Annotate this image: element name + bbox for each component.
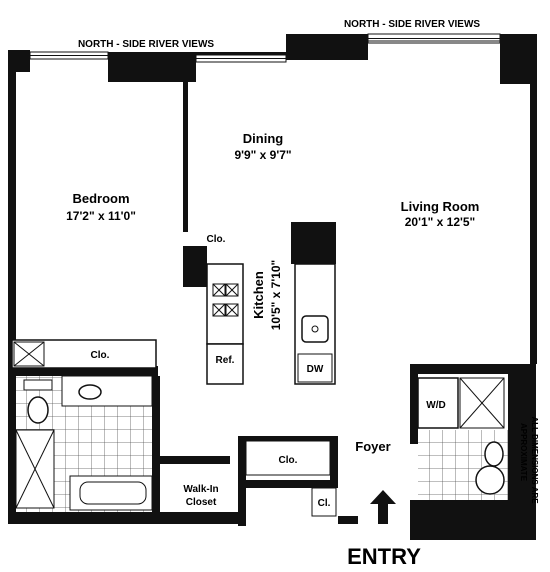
living-room-size: 20'1" x 12'5": [405, 215, 475, 229]
bedroom-name: Bedroom: [72, 191, 129, 206]
refrigerator-label: Ref.: [216, 355, 235, 366]
walk-in-closet-line2: Closet: [186, 497, 217, 508]
kitchen-counters: [206, 263, 336, 385]
bedroom-size: 17'2" x 11'0": [66, 209, 136, 223]
kitchen-closet-box: [183, 232, 245, 246]
bedroom-closet: [11, 339, 157, 369]
kitchen-closet-label: Clo.: [207, 234, 226, 245]
foyer-closet: [245, 440, 331, 476]
foyer-name: Foyer: [355, 439, 390, 454]
north-view-label-left: NORTH - SIDE RIVER VIEWS: [78, 39, 214, 50]
dining-size: 9'9" x 9'7": [234, 148, 291, 162]
bathroom-left: [15, 375, 153, 512]
small-closet: [311, 487, 337, 517]
north-view-label-right: NORTH - SIDE RIVER VIEWS: [344, 19, 480, 30]
dishwasher-label: DW: [307, 364, 324, 375]
kitchen-size: 10'5" x 7'10": [269, 260, 283, 330]
entry-arrow-icon: [370, 490, 396, 524]
windows: [29, 33, 501, 63]
living-room-name: Living Room: [401, 199, 480, 214]
washer-dryer-label: W/D: [426, 400, 445, 411]
bathroom-right: [417, 377, 508, 500]
small-closet-label: Cl.: [318, 498, 331, 509]
walk-in-closet-line1: Walk-In: [183, 484, 218, 495]
entry-label: ENTRY: [347, 544, 421, 569]
bedroom-closet-label: Clo.: [91, 350, 110, 361]
dimensions-note-line1: ALL DIMENSIONS ARE: [530, 416, 539, 504]
foyer-closet-label: Clo.: [279, 455, 298, 466]
dimensions-note-line2: APPROXIMATE: [519, 423, 528, 482]
dining-name: Dining: [243, 131, 283, 146]
kitchen-name: Kitchen: [251, 271, 266, 319]
